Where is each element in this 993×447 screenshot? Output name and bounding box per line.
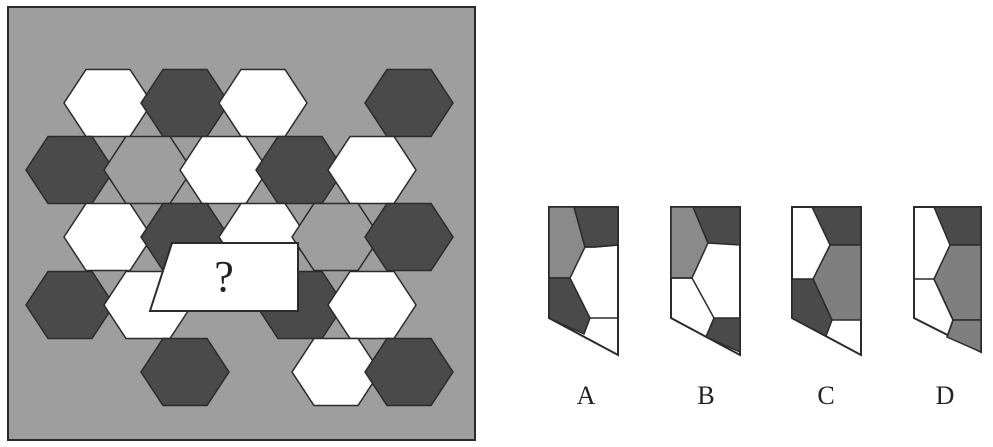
option-b-figure[interactable] (670, 206, 741, 357)
option-label-d: D (935, 381, 955, 410)
hexagon-dark (25, 270, 115, 340)
hexagon-gray (291, 202, 381, 272)
option-a-gray-cell (548, 206, 586, 279)
hexagon-dark (364, 68, 454, 138)
hexagon-dark (364, 202, 454, 272)
question-box: ? (148, 242, 299, 312)
option-a-dark-bottom (548, 277, 591, 336)
hexagon-dark (364, 337, 454, 407)
option-b-line (671, 277, 715, 338)
option-c-dark-bottom (791, 278, 833, 338)
option-b-dark-top (691, 206, 741, 246)
question-mark: ? (214, 252, 234, 301)
option-c-figure[interactable] (791, 206, 862, 357)
hexagon-white (63, 202, 153, 272)
option-c-gray-cell (812, 244, 862, 321)
hexagon-white (291, 337, 381, 407)
option-d-figure[interactable] (913, 206, 982, 354)
option-d-line (914, 278, 954, 338)
option-label-c: C (817, 381, 835, 410)
option-label-b: B (697, 381, 715, 410)
hexagon-dark (140, 337, 230, 407)
option-a-figure[interactable] (548, 206, 619, 357)
option-b-gray-cell (670, 206, 709, 279)
option-a-line (585, 244, 619, 248)
question-parallelogram (148, 242, 299, 312)
option-label-a: A (576, 381, 596, 410)
hexagon-grid (25, 68, 454, 407)
